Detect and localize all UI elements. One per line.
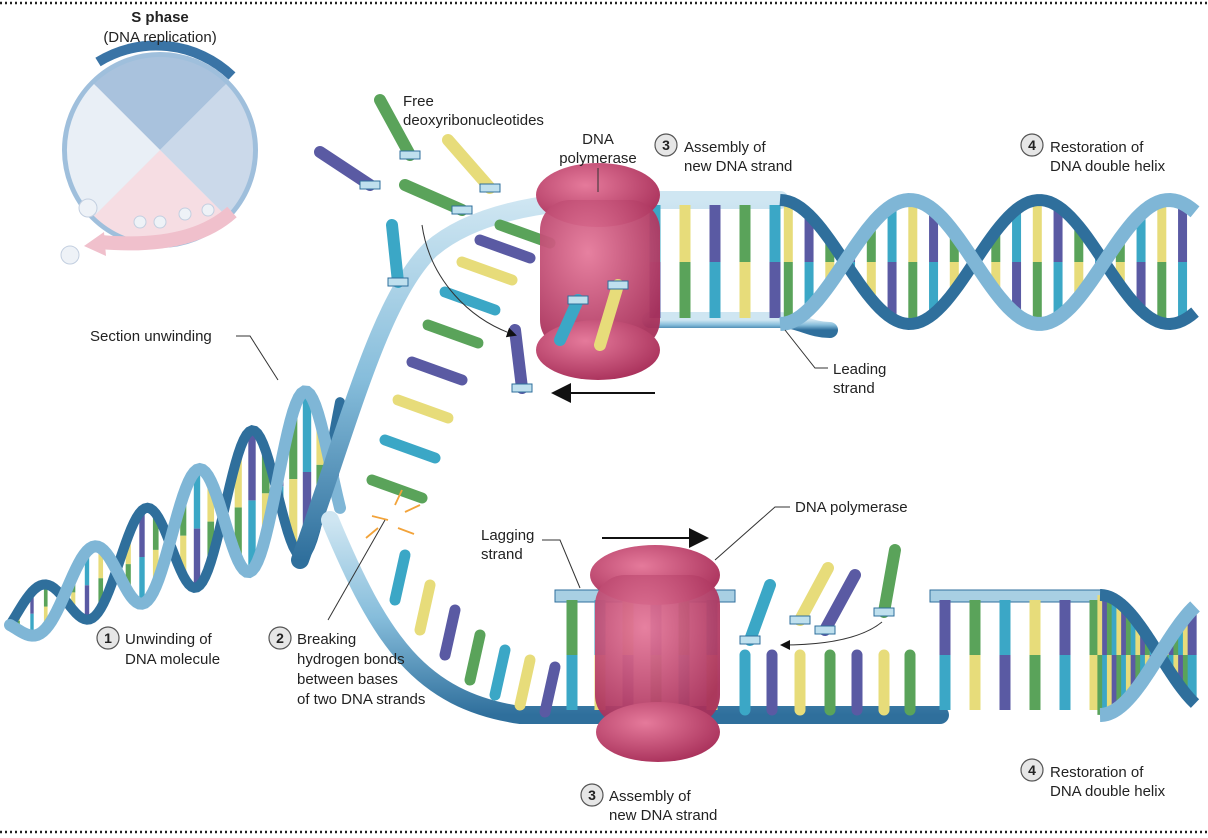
lagging-segment-right (929, 589, 1106, 603)
svg-text:DNA double helix: DNA double helix (1050, 158, 1166, 175)
svg-text:new DNA strand: new DNA strand (609, 807, 717, 824)
leader-leading-strand (784, 329, 828, 369)
template-base (414, 579, 436, 636)
nucleotide-phosphate (387, 277, 409, 287)
lagging-strand-label-line1: Lagging (481, 527, 534, 544)
nucleotide-phosphate (479, 183, 501, 193)
template-base (439, 604, 461, 661)
lower-template-strand (321, 511, 949, 724)
svg-text:3: 3 (588, 787, 596, 803)
template-base (422, 319, 484, 349)
template-base (489, 644, 511, 701)
template-base (392, 394, 454, 424)
svg-text:between bases: between bases (297, 671, 398, 688)
lagging-insertion-arrow (780, 621, 883, 650)
free-nucleotide (594, 279, 624, 351)
svg-text:Assembly of: Assembly of (684, 139, 767, 156)
free-nucleotides-label-line2: deoxyribonucleotides (403, 112, 544, 129)
leader-polymerase-bottom (714, 506, 790, 561)
insertion-arrow (421, 224, 517, 338)
svg-text:Assembly of: Assembly of (609, 788, 692, 805)
nucleotide-phosphate (399, 150, 421, 160)
nucleotide-phosphate (789, 615, 811, 625)
leader-lagging-strand (542, 539, 581, 589)
free-nucleotide (386, 219, 404, 288)
step-1: 1 Unwinding of DNA molecule (96, 626, 220, 668)
free-nucleotide (442, 134, 496, 194)
svg-text:of two DNA strands: of two DNA strands (297, 691, 425, 708)
template-base (389, 549, 411, 606)
nucleotide-phosphate (607, 280, 629, 290)
free-nucleotide (878, 544, 901, 618)
template-base (514, 654, 536, 711)
template-base (456, 256, 518, 286)
step-3-top: 3 Assembly of new DNA strand (654, 133, 792, 175)
svg-text:4: 4 (1028, 137, 1036, 153)
free-nucleotide (744, 579, 776, 646)
right-double-helix-bottom (1097, 589, 1200, 722)
template-base (474, 234, 536, 264)
svg-text:DNA molecule: DNA molecule (125, 651, 220, 668)
svg-text:Restoration of: Restoration of (1050, 764, 1144, 781)
svg-text:2: 2 (276, 630, 284, 646)
template-base (464, 629, 486, 686)
svg-text:4: 4 (1028, 762, 1036, 778)
free-nucleotide (509, 324, 528, 394)
right-double-helix-top (779, 193, 1200, 331)
free-nucleotide (819, 569, 861, 636)
lagging-strand-label-line2: strand (481, 546, 523, 563)
leading-strand-label-line1: Leading (833, 361, 886, 378)
helix-backbone-front (4, 385, 346, 642)
free-nucleotide (314, 146, 376, 191)
helix-backbone-front (1099, 601, 1200, 722)
template-base (539, 661, 561, 718)
dna-polymerase-top-label-line1: DNA (582, 131, 614, 148)
helix-backbone-rear (779, 194, 1199, 330)
nucleotide-phosphate (567, 295, 589, 305)
cell-cycle-wheel (60, 40, 258, 265)
dna-polymerase-bottom-label: DNA polymerase (795, 499, 908, 516)
svg-text:Breaking: Breaking (297, 631, 356, 648)
leader-section-unwinding (236, 335, 279, 381)
nucleotide-phosphate (511, 383, 533, 393)
svg-text:Unwinding of: Unwinding of (125, 631, 213, 648)
s-phase-subtitle: (DNA replication) (103, 29, 216, 46)
bond-break-sparks (365, 489, 421, 539)
free-nucleotide (374, 94, 416, 161)
svg-text:1: 1 (104, 630, 112, 646)
free-nucleotide (554, 294, 584, 346)
s-phase-title: S phase (131, 9, 189, 26)
svg-text:new DNA strand: new DNA strand (684, 158, 792, 175)
svg-text:3: 3 (662, 137, 670, 153)
section-unwinding-label: Section unwinding (90, 328, 212, 345)
nucleotide-phosphate (873, 607, 895, 617)
step-4-bottom: 4 Restoration of DNA double helix (1020, 758, 1166, 800)
step-2: 2 Breaking hydrogen bonds between bases … (268, 626, 425, 708)
template-base (366, 474, 428, 504)
nucleotide-phosphate (359, 180, 381, 190)
step-4-top: 4 Restoration of DNA double helix (1020, 133, 1166, 175)
helix-backbone-rear (1099, 589, 1200, 708)
template-base (439, 286, 501, 316)
svg-text:DNA double helix: DNA double helix (1050, 783, 1166, 800)
step-3-bottom: 3 Assembly of new DNA strand (580, 783, 717, 824)
dna-polymerase-top-label-line2: polymerase (559, 150, 637, 167)
svg-text:hydrogen bonds: hydrogen bonds (297, 651, 405, 668)
free-nucleotide (794, 562, 834, 626)
dna-polymerase-bottom (590, 545, 720, 762)
left-double-helix (4, 385, 346, 642)
nucleotide-phosphate (451, 205, 473, 215)
template-base (406, 356, 468, 386)
template-base (379, 434, 441, 464)
nucleotide-phosphate (739, 635, 761, 645)
free-nucleotides-label-line1: Free (403, 93, 434, 110)
nucleotide-phosphate (814, 625, 836, 635)
leader-breaking-bonds (327, 519, 386, 621)
leading-strand-label-line2: strand (833, 380, 875, 397)
free-nucleotides (314, 94, 901, 646)
svg-text:Restoration of: Restoration of (1050, 139, 1144, 156)
helix-backbone-front (779, 193, 1200, 331)
